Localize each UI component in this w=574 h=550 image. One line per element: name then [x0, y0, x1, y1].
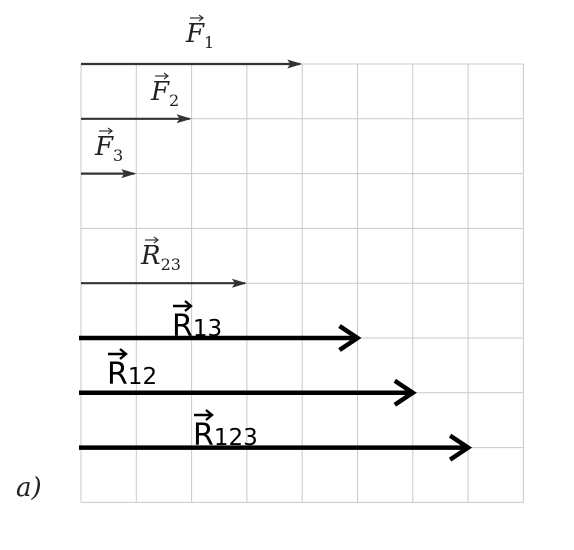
overarrow-head-icon	[205, 409, 214, 421]
vector-r13-arrowhead	[338, 324, 362, 352]
vector-symbol: F	[150, 77, 170, 107]
vector-r23: R23	[81, 236, 247, 288]
vector-f2: F2	[81, 72, 192, 124]
vector-r123-label: R123	[193, 418, 258, 453]
vector-subscript: 13	[193, 316, 222, 342]
vector-r23-arrowhead	[231, 278, 247, 288]
vector-subscript: 12	[128, 364, 157, 390]
overarrow-head-icon	[153, 236, 159, 244]
vector-symbol: R	[172, 309, 193, 344]
overarrow-head-icon	[119, 348, 128, 360]
vector-f3-arrowhead	[121, 169, 137, 179]
overarrow-head-icon	[107, 127, 113, 135]
vector-r23-label: R23	[140, 241, 181, 274]
panel-label: a)	[16, 473, 42, 503]
vector-subscript: 123	[214, 425, 258, 451]
vector-symbol: R	[140, 241, 161, 271]
vector-symbol: R	[193, 418, 214, 453]
vector-subscript: 1	[204, 33, 214, 52]
vector-f3: F3	[81, 127, 137, 179]
vector-r13-label: R13	[172, 309, 222, 344]
overarrow-head-icon	[198, 14, 204, 22]
vector-subscript: 3	[113, 146, 123, 165]
overarrow-head-icon	[163, 72, 169, 80]
vector-f3-label: F3	[94, 132, 123, 165]
vector-f1: F1	[81, 14, 303, 69]
vector-r12-label: R12	[107, 357, 157, 392]
vector-symbol: F	[185, 19, 205, 49]
vector-subscript: 23	[161, 255, 181, 274]
vector-r13: R13	[79, 300, 362, 352]
vector-f2-arrowhead	[176, 114, 192, 124]
vector-f2-label: F2	[150, 77, 179, 110]
vector-r12: R12	[79, 348, 417, 407]
vector-subscript: 2	[169, 91, 179, 110]
vector-r123: R123	[79, 409, 473, 462]
vector-symbol: F	[94, 132, 114, 162]
vector-symbol: R	[107, 357, 128, 392]
overarrow-head-icon	[184, 300, 193, 312]
vector-r12-arrowhead	[393, 378, 417, 407]
vector-f1-label: F1	[185, 19, 214, 52]
vector-r123-arrowhead	[448, 433, 473, 462]
vector-f1-arrowhead	[287, 59, 303, 69]
